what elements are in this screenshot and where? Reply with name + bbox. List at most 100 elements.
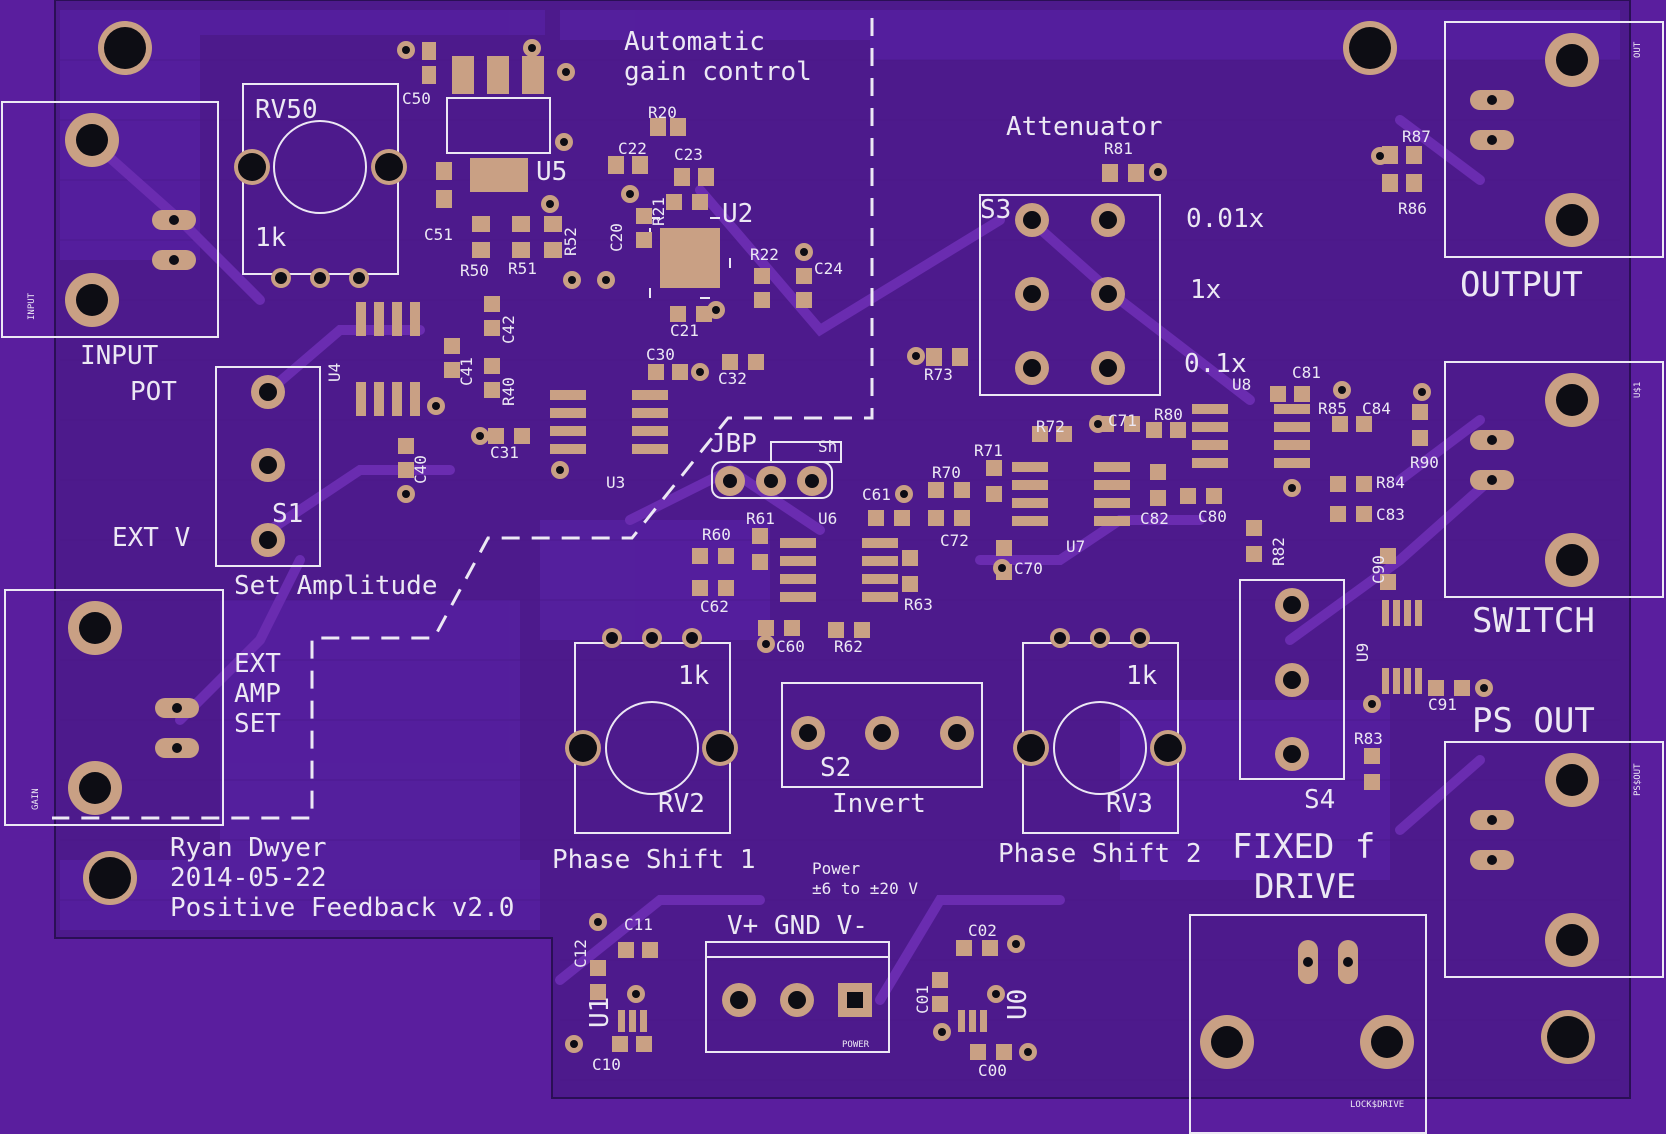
ref-sh: Sh bbox=[818, 437, 837, 456]
ref-u6: U6 bbox=[818, 509, 837, 528]
ref-r85: R85 bbox=[1318, 399, 1347, 418]
ref-c82: C82 bbox=[1140, 509, 1169, 528]
ref-u3: U3 bbox=[606, 473, 625, 492]
tiny-power-label: POWER bbox=[842, 1040, 870, 1050]
ref-r87: R87 bbox=[1402, 127, 1431, 146]
tiny-gain-label: GAIN bbox=[31, 788, 41, 810]
ref-r72: R72 bbox=[1036, 417, 1065, 436]
ref-r63: R63 bbox=[904, 595, 933, 614]
power-range-label: ±6 to ±20 V bbox=[812, 879, 918, 898]
phase-shift-1-label: Phase Shift 1 bbox=[552, 845, 756, 875]
ref-u4: U4 bbox=[325, 363, 344, 382]
potentiometer-rv50 bbox=[234, 83, 407, 288]
switch-s1 bbox=[215, 366, 321, 567]
switch-s2 bbox=[781, 682, 983, 788]
ref-c84: C84 bbox=[1362, 399, 1391, 418]
invert-label: Invert bbox=[832, 789, 926, 819]
tiny-us1-label: U$1 bbox=[1633, 382, 1643, 398]
connector-lock-drive bbox=[1189, 914, 1427, 1134]
vias bbox=[397, 39, 1493, 1061]
ref-c51: C51 bbox=[424, 225, 453, 244]
ref-r60: R60 bbox=[702, 525, 731, 544]
ref-r20: R20 bbox=[648, 103, 677, 122]
ref-c23: C23 bbox=[674, 145, 703, 164]
ref-c00: C00 bbox=[978, 1061, 1007, 1080]
attenuator-option-1: 0.01x bbox=[1186, 204, 1264, 234]
ref-r52: R52 bbox=[561, 227, 580, 256]
ref-s4: S4 bbox=[1304, 785, 1335, 815]
ref-c24: C24 bbox=[814, 259, 843, 278]
ext-amp-set-label-3: SET bbox=[234, 709, 281, 739]
power-terminal bbox=[705, 941, 890, 1053]
ref-rv50: RV50 bbox=[255, 95, 318, 125]
ref-c21: C21 bbox=[670, 321, 699, 340]
ref-rv3: RV3 bbox=[1106, 789, 1153, 819]
connector-output bbox=[1444, 21, 1664, 258]
ref-c02: C02 bbox=[968, 921, 997, 940]
connector-switch bbox=[1444, 361, 1664, 598]
ref-r40: R40 bbox=[499, 377, 518, 406]
connector-ps-out bbox=[1444, 741, 1664, 978]
ref-r21: R21 bbox=[649, 197, 668, 226]
ref-s3: S3 bbox=[980, 195, 1011, 225]
ref-r80: R80 bbox=[1154, 405, 1183, 424]
ext-amp-set-label-1: EXT bbox=[234, 649, 281, 679]
ref-rv2: RV2 bbox=[658, 789, 705, 819]
tiny-psout-label: PS$OUT bbox=[1633, 763, 1643, 796]
fixed-f-label: FIXED f bbox=[1232, 827, 1375, 867]
ref-c60: C60 bbox=[776, 637, 805, 656]
tiny-input-label: INPUT bbox=[27, 292, 37, 320]
ref-c83: C83 bbox=[1376, 505, 1405, 524]
ic-u2-qfn bbox=[649, 217, 731, 299]
ref-c81: C81 bbox=[1292, 363, 1321, 382]
ref-c20: C20 bbox=[607, 223, 626, 252]
ref-c01: C01 bbox=[913, 985, 932, 1014]
ref-r84: R84 bbox=[1376, 473, 1405, 492]
ref-u2: U2 bbox=[722, 199, 753, 229]
ref-u1: U1 bbox=[585, 997, 615, 1028]
switch-label: SWITCH bbox=[1472, 601, 1595, 641]
ref-r90: R90 bbox=[1410, 453, 1439, 472]
set-amplitude-label: Set Amplitude bbox=[234, 571, 438, 601]
jumper-jbp bbox=[711, 441, 842, 499]
ref-c42: C42 bbox=[499, 315, 518, 344]
ref-r71: R71 bbox=[974, 441, 1003, 460]
credit-author: Ryan Dwyer bbox=[170, 833, 327, 863]
ref-c90: C90 bbox=[1369, 555, 1388, 584]
ref-c32: C32 bbox=[718, 369, 747, 388]
agc-title-line2: gain control bbox=[624, 57, 812, 87]
tiny-lock-label: LOCK$DRIVE bbox=[1350, 1100, 1404, 1110]
ref-jbp: JBP bbox=[710, 429, 757, 459]
drive-label: DRIVE bbox=[1254, 867, 1356, 907]
pot-label: POT bbox=[130, 377, 177, 407]
potentiometer-rv3 bbox=[1013, 628, 1186, 834]
connector-gain bbox=[4, 589, 224, 826]
ref-r86: R86 bbox=[1398, 199, 1427, 218]
ref-c11: C11 bbox=[624, 915, 653, 934]
agc-title: Automatic bbox=[624, 27, 765, 57]
ground-pour bbox=[60, 10, 1620, 930]
ref-c91: C91 bbox=[1428, 695, 1457, 714]
tiny-out-label: OUT bbox=[1633, 41, 1643, 58]
ref-c61: C61 bbox=[862, 485, 891, 504]
ref-u0: U0 bbox=[1003, 989, 1033, 1020]
attenuator-option-3: 0.1x bbox=[1184, 349, 1247, 379]
ref-r82: R82 bbox=[1269, 537, 1288, 566]
value-rv3: 1k bbox=[1126, 661, 1158, 691]
power-pins-label: V+ GND V- bbox=[727, 911, 868, 941]
credit-project: Positive Feedback v2.0 bbox=[170, 893, 514, 923]
ref-c71: C71 bbox=[1108, 411, 1137, 430]
connector-input bbox=[1, 101, 219, 338]
ref-c40: C40 bbox=[411, 455, 430, 484]
ref-r83: R83 bbox=[1354, 729, 1383, 748]
ref-u7: U7 bbox=[1066, 537, 1085, 556]
ref-c72: C72 bbox=[940, 531, 969, 550]
ref-c22: C22 bbox=[618, 139, 647, 158]
ref-u9: U9 bbox=[1353, 643, 1372, 662]
ref-c70: C70 bbox=[1014, 559, 1043, 578]
ref-r73: R73 bbox=[924, 365, 953, 384]
ref-c10: C10 bbox=[592, 1055, 621, 1074]
ref-r50: R50 bbox=[460, 261, 489, 280]
ref-r61: R61 bbox=[746, 509, 775, 528]
